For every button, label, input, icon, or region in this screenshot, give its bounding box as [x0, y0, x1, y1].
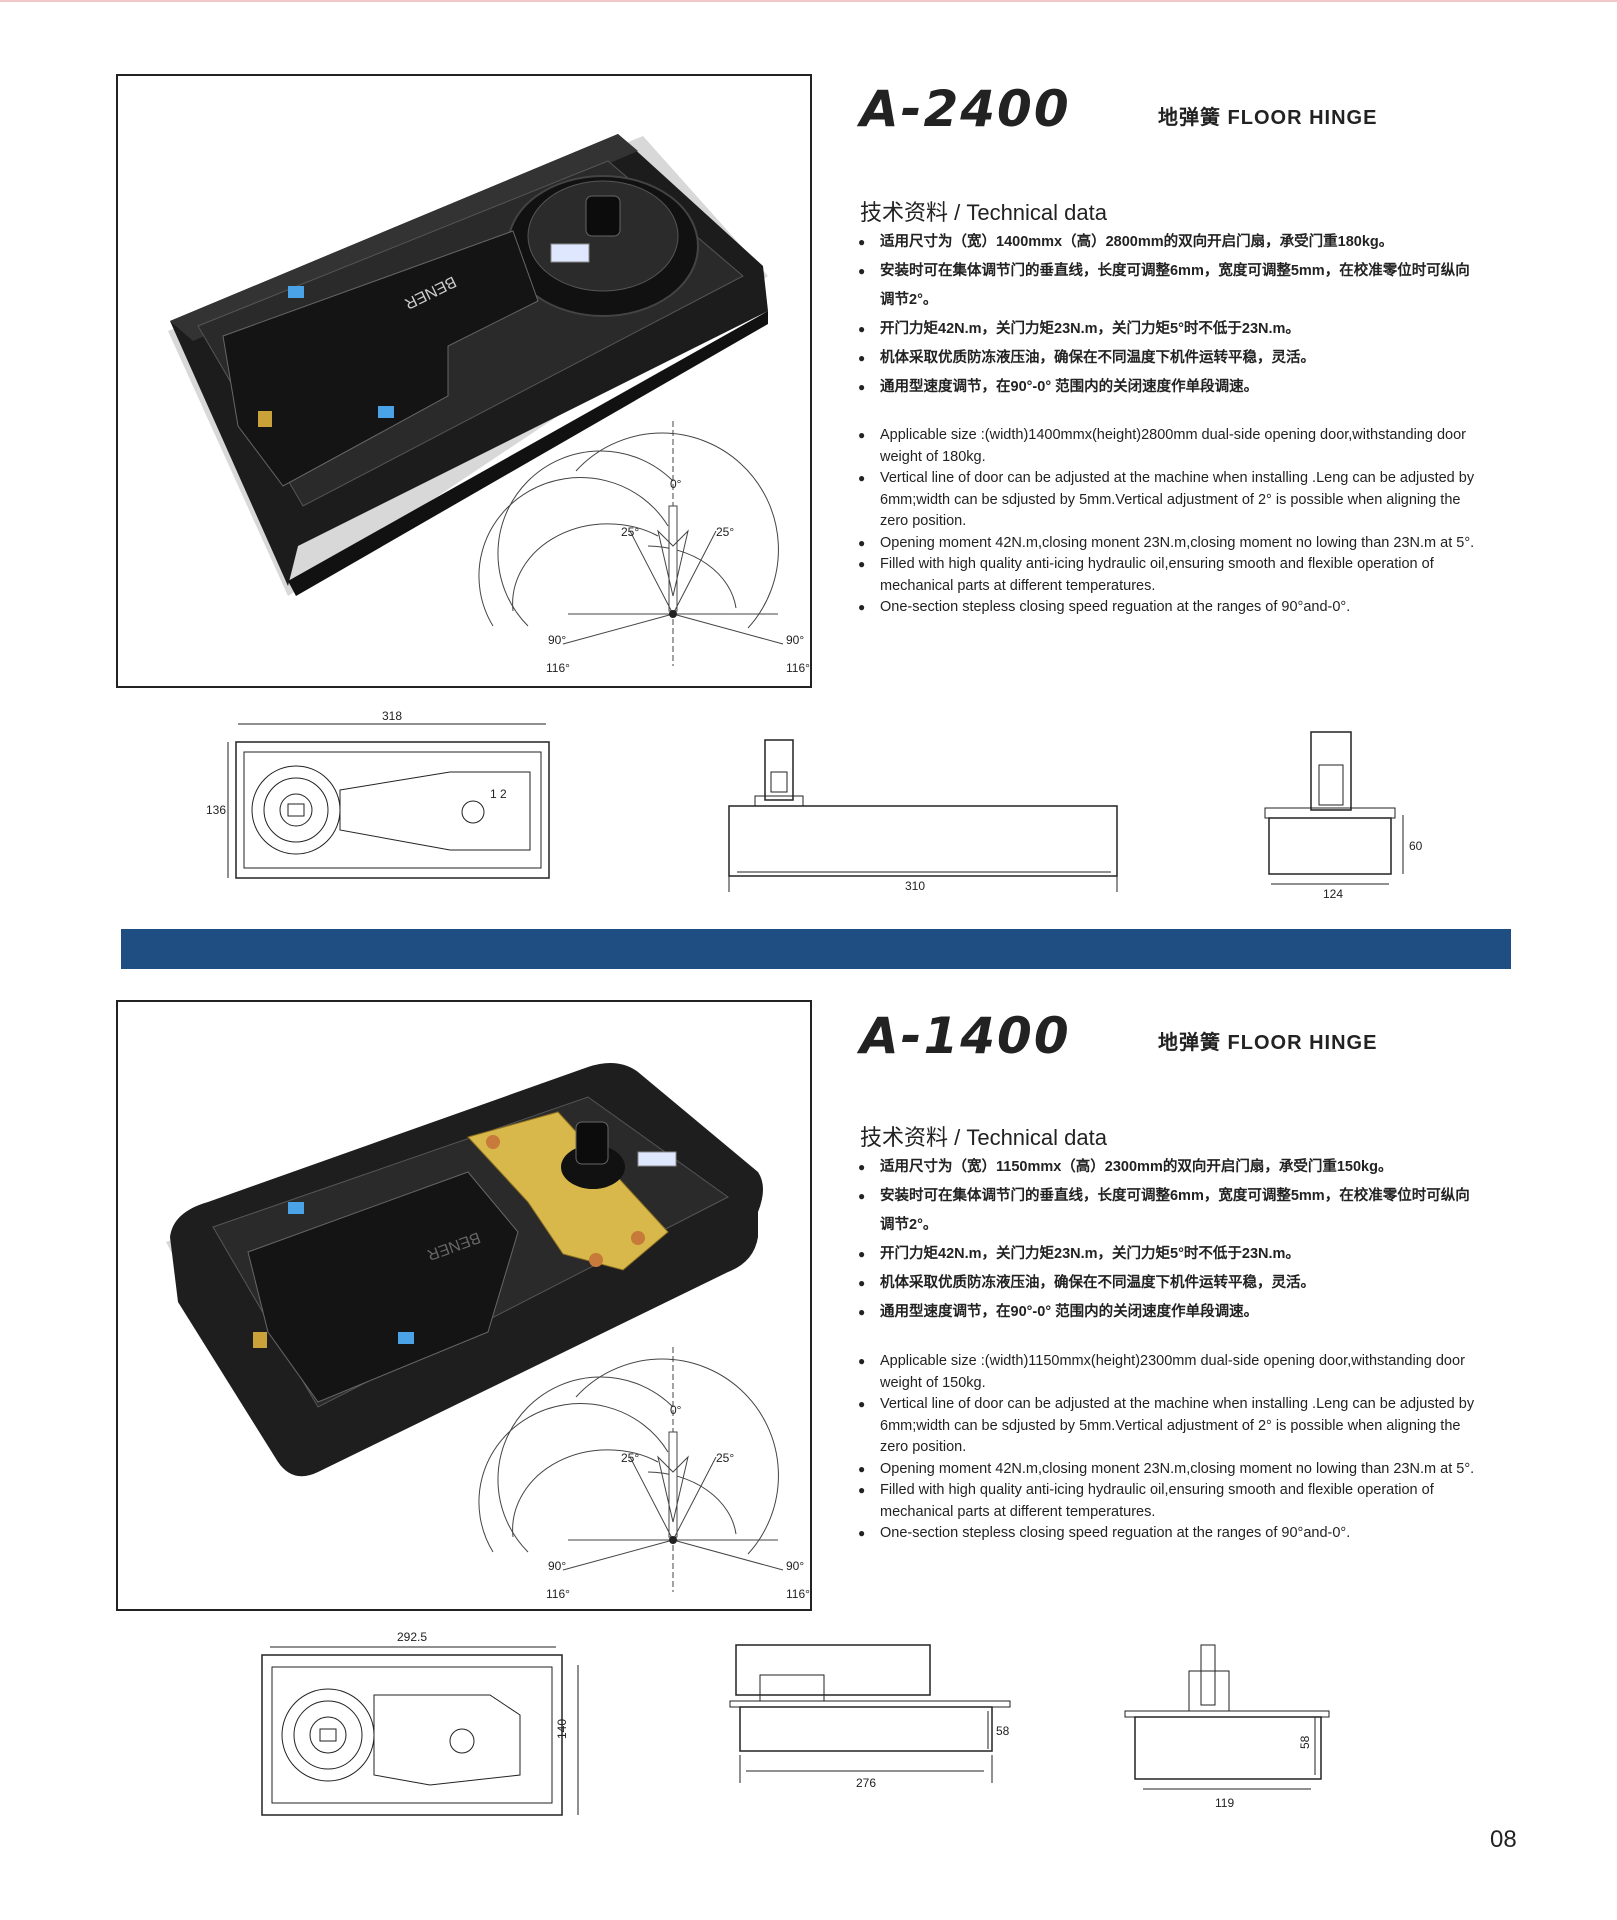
section-divider: [121, 929, 1511, 969]
angle-left-upper: 25°: [621, 1451, 639, 1465]
list-item: 适用尺寸为（宽）1150mmx（高）2300mm的双向开启门扇，承受门重150k…: [858, 1153, 1478, 1182]
angle-right-low: 116°: [786, 1587, 810, 1601]
dim-end-width: 124: [1323, 887, 1343, 900]
list-item: Applicable size :(width)1150mmx(height)2…: [858, 1351, 1478, 1394]
list-item: 适用尺寸为（宽）1400mmx（高）2800mm的双向开启门扇，承受门重180k…: [858, 228, 1478, 257]
technical-data-heading: 技术资料 / Technical data: [860, 200, 1107, 225]
angle-right-upper: 25°: [716, 1451, 734, 1465]
angle-right-upper: 25°: [716, 525, 734, 539]
dim-marks: 1 2: [490, 787, 507, 801]
dim-top-width: 292.5: [397, 1630, 427, 1644]
top-edge-line: [0, 0, 1617, 2]
product-subtitle: 地弹簧 FLOOR HINGE: [1158, 1032, 1378, 1054]
spec-list-english: Applicable size :(width)1400mmx(height)2…: [858, 425, 1478, 619]
list-item: Vertical line of door can be adjusted at…: [858, 468, 1478, 533]
list-item: 机体采取优质防冻液压油，确保在不同温度下机件运转平稳，灵活。: [858, 1269, 1478, 1298]
product-subtitle: 地弹簧 FLOOR HINGE: [1158, 107, 1378, 129]
product-section-a2400: BENER 0° 2: [0, 0, 1617, 900]
angle-left-upper: 25°: [621, 525, 639, 539]
end-view-drawing: 58 119: [1124, 1644, 1330, 1810]
angle-diagram: 0° 25° 25° 90° 90° 116° 116°: [478, 1347, 810, 1601]
angle-left-mid: 90°: [548, 1559, 566, 1573]
list-item: Opening moment 42N.m,closing monent 23N.…: [858, 533, 1478, 555]
technical-drawings-a2400: 318 136 1 2 310: [0, 700, 1617, 900]
angle-top: 0°: [670, 477, 682, 491]
side-view-drawing: 310: [728, 739, 1118, 893]
list-item: Vertical line of door can be adjusted at…: [858, 1394, 1478, 1459]
list-item: 机体采取优质防冻液压油，确保在不同温度下机件运转平稳，灵活。: [858, 344, 1478, 373]
list-item: Opening moment 42N.m,closing monent 23N.…: [858, 1459, 1478, 1481]
list-item: Filled with high quality anti-icing hydr…: [858, 1480, 1478, 1523]
angle-right-low: 116°: [786, 661, 810, 675]
product-photo-frame: BENER 0° 2: [116, 74, 812, 688]
top-view-drawing: 318 136 1 2: [206, 709, 550, 879]
angle-diagram: 0° 25° 25° 90° 90° 116° 116°: [478, 421, 810, 675]
model-title: A-1400: [860, 1007, 1071, 1065]
angle-left-mid: 90°: [548, 633, 566, 647]
top-view-drawing: 292.5 140: [261, 1630, 579, 1816]
dim-side-length: 310: [905, 879, 925, 893]
dim-top-width: 318: [382, 709, 402, 723]
end-view-drawing: 60 124: [1264, 731, 1423, 900]
list-item: Filled with high quality anti-icing hydr…: [858, 554, 1478, 597]
side-view-drawing: 58 276: [729, 1644, 1011, 1790]
dim-end-height: 58: [1298, 1735, 1312, 1749]
list-item: Applicable size :(width)1400mmx(height)2…: [858, 425, 1478, 468]
page-number: 08: [1490, 1826, 1517, 1853]
list-item: 安装时可在集体调节门的垂直线，长度可调整6mm，宽度可调整5mm，在校准零位时可…: [858, 1182, 1478, 1240]
dim-top-height: 136: [206, 803, 226, 817]
model-title: A-2400: [860, 80, 1071, 138]
spec-list-english: Applicable size :(width)1150mmx(height)2…: [858, 1351, 1478, 1545]
spec-list-chinese: 适用尺寸为（宽）1150mmx（高）2300mm的双向开启门扇，承受门重150k…: [858, 1153, 1478, 1327]
dim-top-height: 140: [555, 1719, 569, 1739]
angle-top: 0°: [670, 1403, 682, 1417]
list-item: 通用型速度调节，在90°-0° 范围内的关闭速度作单段调速。: [858, 373, 1478, 402]
angle-left-low: 116°: [546, 661, 570, 675]
dim-side-length: 276: [856, 1776, 876, 1790]
technical-data-heading: 技术资料 / Technical data: [860, 1125, 1107, 1150]
list-item: 安装时可在集体调节门的垂直线，长度可调整6mm，宽度可调整5mm，在校准零位时可…: [858, 257, 1478, 315]
product-photo-frame: BENER 0° 25° 25° 90° 90° 116°: [116, 1000, 812, 1611]
product-section-a1400: BENER 0° 25° 25° 90° 90° 116°: [0, 925, 1617, 1825]
spec-list-chinese: 适用尺寸为（宽）1400mmx（高）2800mm的双向开启门扇，承受门重180k…: [858, 228, 1478, 402]
list-item: 开门力矩42N.m，关门力矩23N.m，关门力矩5°时不低于23N.m。: [858, 1240, 1478, 1269]
list-item: One-section stepless closing speed regua…: [858, 1523, 1478, 1545]
product-photo-a2400: BENER: [168, 134, 768, 596]
dim-end-width: 119: [1215, 1796, 1234, 1810]
technical-drawings-a1400: 292.5 140 58 276: [0, 1625, 1617, 1825]
angle-right-mid: 90°: [786, 1559, 804, 1573]
dim-end-height: 60: [1409, 839, 1423, 853]
list-item: One-section stepless closing speed regua…: [858, 597, 1478, 619]
angle-left-low: 116°: [546, 1587, 570, 1601]
list-item: 通用型速度调节，在90°-0° 范围内的关闭速度作单段调速。: [858, 1298, 1478, 1327]
dim-side-height: 58: [996, 1724, 1010, 1738]
product-photo-a1400: BENER: [166, 1063, 763, 1477]
angle-right-mid: 90°: [786, 633, 804, 647]
list-item: 开门力矩42N.m，关门力矩23N.m，关门力矩5°时不低于23N.m。: [858, 315, 1478, 344]
